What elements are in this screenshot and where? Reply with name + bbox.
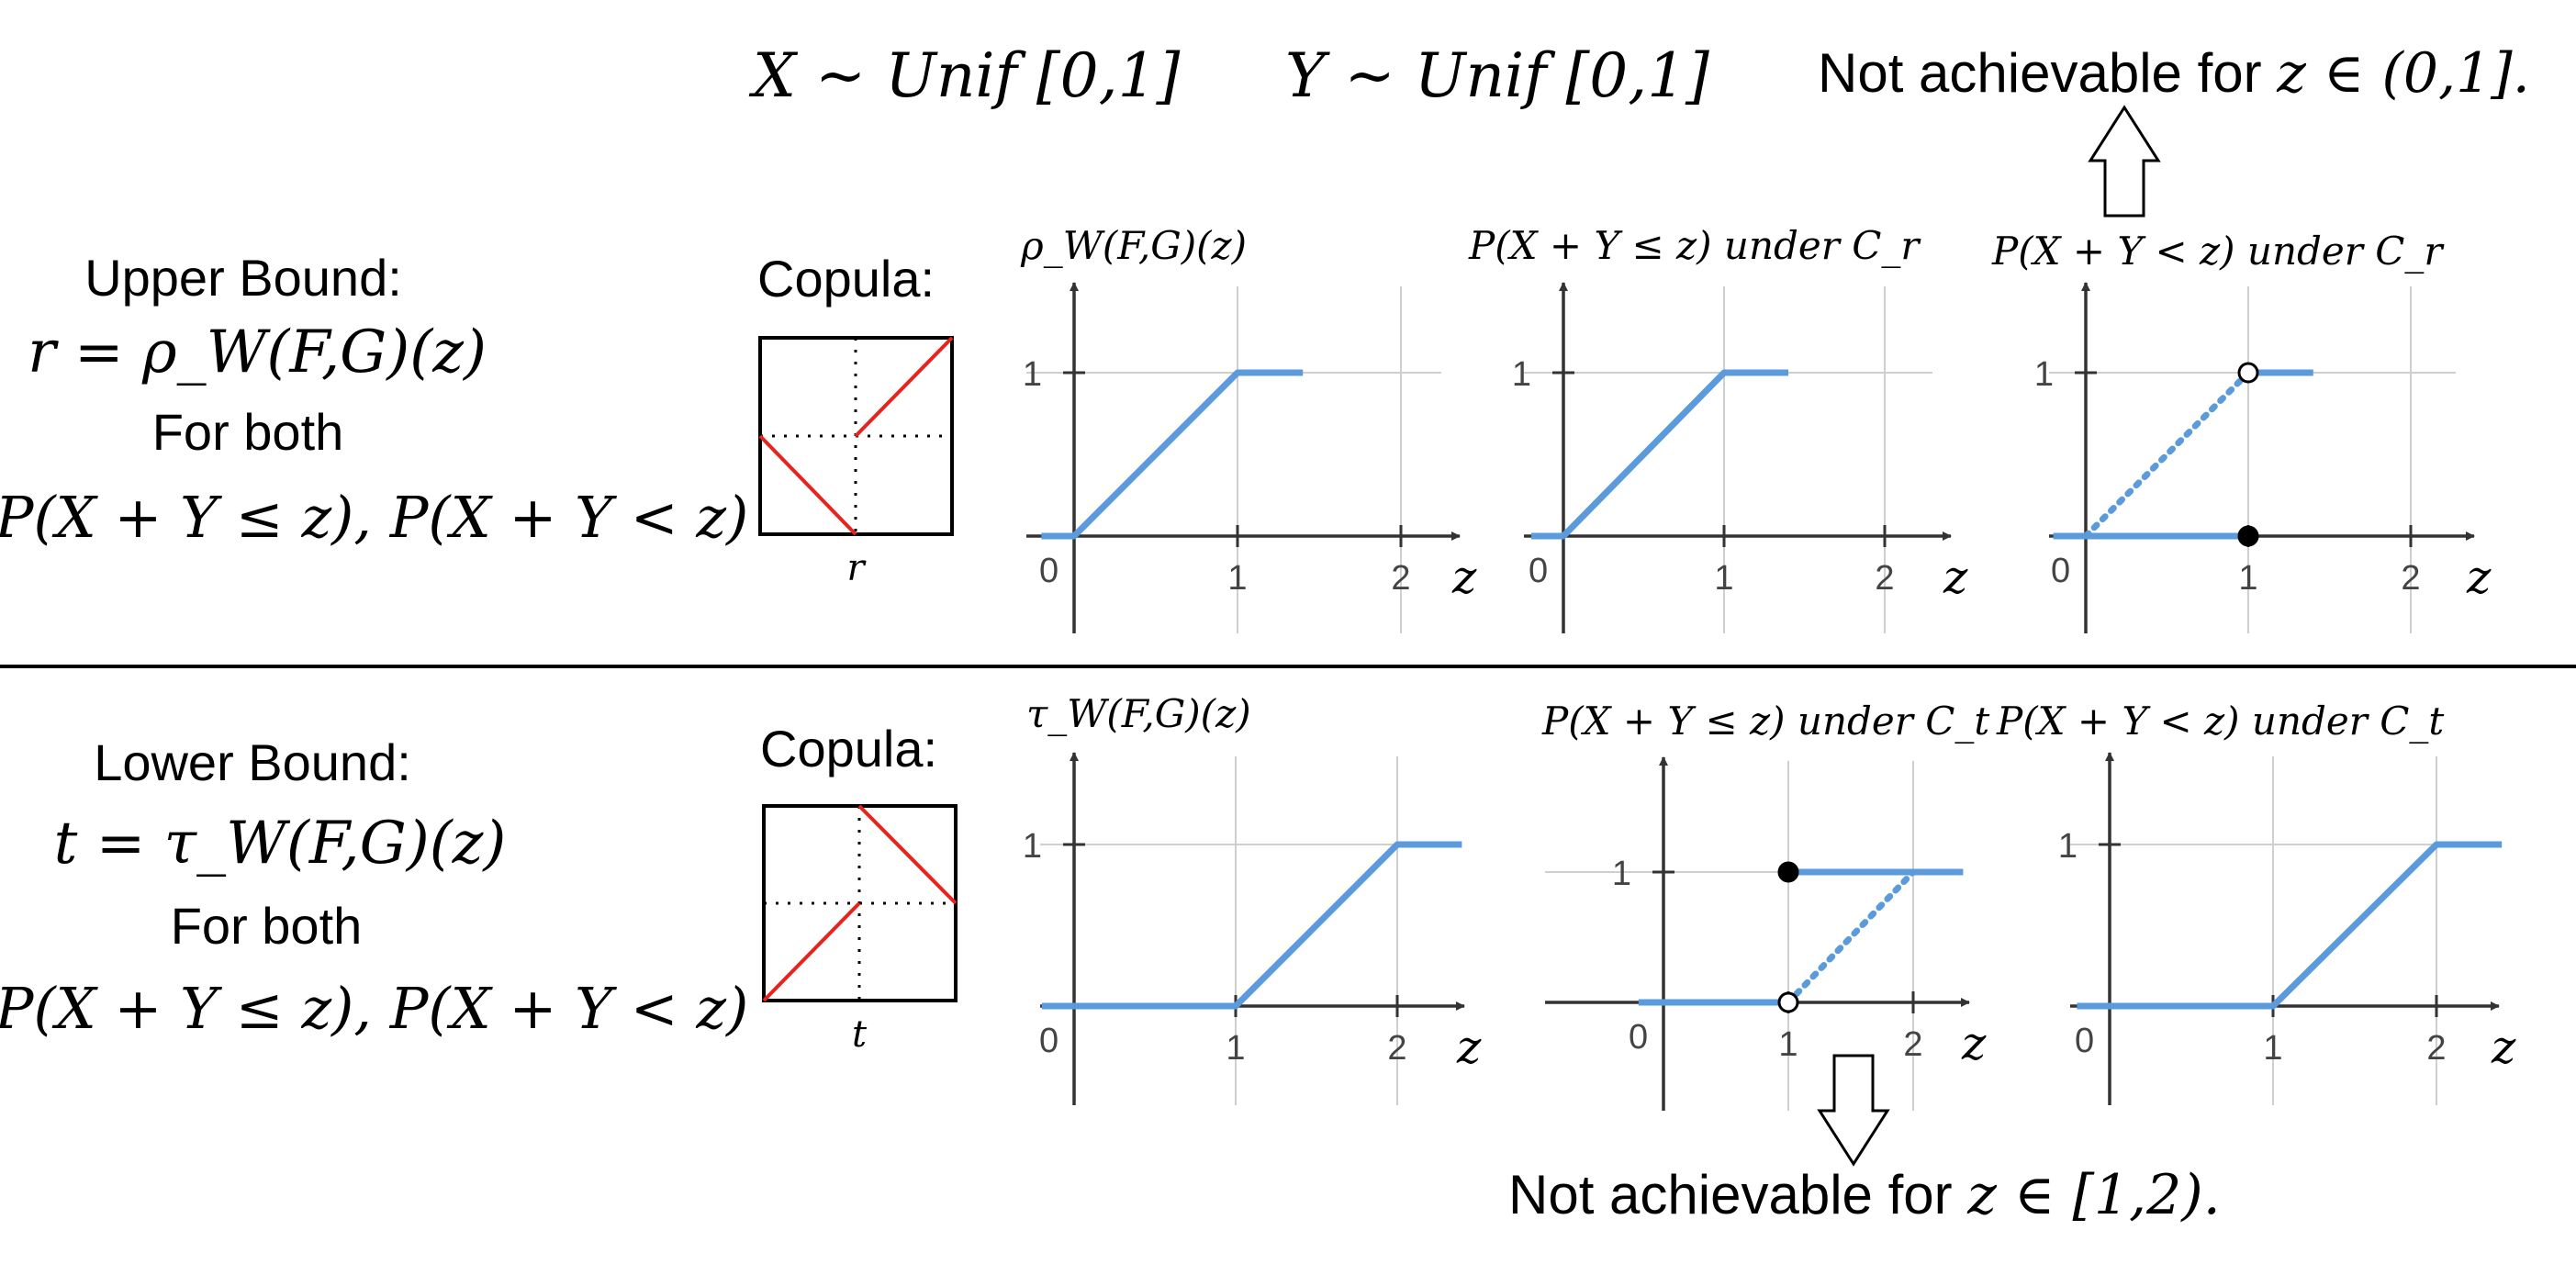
tick-label: 1 <box>2263 1029 2282 1068</box>
lower-copula-label: Copula: <box>760 720 937 777</box>
tick-label: 0 <box>1629 1018 1648 1057</box>
tick-label: 1 <box>1226 1029 1245 1068</box>
tick-label: 0 <box>1529 552 1548 590</box>
upper-copula-box <box>758 336 954 536</box>
series-line <box>1041 841 1462 1010</box>
tick-label: 0 <box>1039 1022 1058 1060</box>
plot-title: P(X + Y ≤ z) under C_r <box>1468 223 1921 268</box>
upper-copula-var: r <box>846 547 867 589</box>
dotted-series-line <box>1785 868 1917 1006</box>
tick-label: 1 <box>1512 355 1531 394</box>
upper-bound-title: Upper Bound: <box>84 249 402 307</box>
lower-bound-title: Lower Bound: <box>94 733 411 791</box>
upper-copula-label: Copula: <box>757 250 935 308</box>
tick-label: 1 <box>1778 1025 1798 1064</box>
plot-3: 0 1 2 1 z P(X + Y < z) under C_r <box>1991 229 2492 633</box>
top-note: Not achievable for z ∈ (0,1]. <box>1818 41 2530 106</box>
tick-label: 2 <box>2426 1029 2446 1068</box>
tick-label: 1 <box>2238 559 2257 598</box>
closed-point-marker <box>1777 861 1799 883</box>
tick-label: 1 <box>2058 827 2078 866</box>
bottom-hollow-arrow <box>1817 1054 1890 1167</box>
lower-for-both: For both <box>171 897 363 955</box>
plot-6: 0 1 2 1 z P(X + Y < z) under C_t <box>1996 699 2516 1105</box>
series-line <box>2077 841 2503 1010</box>
plot-title: P(X + Y < z) under C_t <box>1996 699 2444 744</box>
axis-label: z <box>1451 551 1477 604</box>
dotted-series-line <box>2082 369 2252 540</box>
plot-title: ρ_W(F,G)(z) <box>1020 223 1247 268</box>
top-hollow-arrow <box>2088 105 2161 218</box>
tick-label: 0 <box>2075 1022 2094 1060</box>
y-distribution: Y ~ Unif [0,1] <box>1285 40 1709 111</box>
axis-label: z <box>1961 1017 1987 1070</box>
tick-label: 2 <box>2401 559 2420 598</box>
plot-title: P(X + Y ≤ z) under C_t <box>1541 699 1989 744</box>
upper-bound-formula: r = ρ_W(F,G)(z) <box>28 319 487 386</box>
upper-events: P(X + Y ≤ z), P(X + Y < z) <box>0 484 748 551</box>
series-line <box>1531 369 1788 540</box>
tick-label: 1 <box>2034 355 2054 394</box>
axis-label: z <box>1456 1021 1482 1074</box>
tick-label: 1 <box>1023 827 1042 866</box>
axis-label: z <box>2466 551 2492 604</box>
tick-label: 2 <box>1391 559 1410 598</box>
tick-label: 2 <box>1903 1025 1922 1064</box>
tick-label: 0 <box>1039 552 1058 590</box>
tick-label: 1 <box>1227 559 1247 598</box>
open-point-marker <box>1777 991 1799 1013</box>
plot-4: 0 1 2 1 z τ_W(F,G)(z) <box>1023 691 1482 1105</box>
tick-label: 2 <box>1387 1029 1406 1068</box>
plot-5: 0 1 2 1 z P(X + Y ≤ z) under C_t <box>1541 699 1989 1111</box>
tick-label: 1 <box>1714 559 1733 598</box>
lower-copula-box <box>762 804 958 1002</box>
closed-point-marker <box>2237 525 2259 547</box>
plot-1: 0 1 2 1 z ρ_W(F,G)(z) <box>1020 223 1477 633</box>
lower-bound-formula: t = τ_W(F,G)(z) <box>54 810 507 878</box>
bottom-note: Not achievable for z ∈ [1,2). <box>1508 1163 2221 1227</box>
lower-copula-var: t <box>852 1013 868 1056</box>
series-line <box>1041 369 1304 540</box>
plot-2: 0 1 2 1 z P(X + Y ≤ z) under C_r <box>1468 223 1968 633</box>
axis-label: z <box>2491 1021 2516 1074</box>
plot-title: P(X + Y < z) under C_r <box>1991 229 2445 274</box>
tick-label: 1 <box>1612 855 1631 893</box>
open-point-marker <box>2237 362 2259 384</box>
lower-events: P(X + Y ≤ z), P(X + Y < z) <box>0 975 748 1042</box>
upper-for-both: For both <box>152 403 344 461</box>
axis-label: z <box>1943 551 1968 604</box>
tick-label: 1 <box>1023 355 1042 394</box>
x-distribution: X ~ Unif [0,1] <box>748 40 1181 111</box>
tick-label: 0 <box>2051 552 2070 590</box>
tick-label: 2 <box>1875 559 1894 598</box>
plot-title: τ_W(F,G)(z) <box>1026 691 1251 736</box>
